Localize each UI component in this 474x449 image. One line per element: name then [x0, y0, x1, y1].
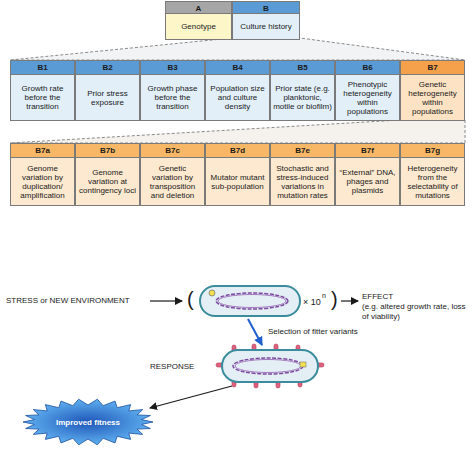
cell-heading: B3 [141, 61, 204, 75]
cell-heading: B7 [401, 61, 464, 75]
table-cell-box: B7bGenome variation at contingency loci [75, 143, 140, 206]
table-cell-box: AGenotype [165, 1, 232, 40]
cell-heading: B [233, 2, 299, 14]
effect-label: EFFECT [362, 292, 393, 302]
cell-text: Genome variation at contingency loci [76, 158, 139, 205]
cell-heading: B7f [336, 144, 399, 158]
bacterium-cell [200, 286, 300, 316]
table-cell-box: B7eStochastic and stress-induced variati… [270, 143, 335, 206]
table-cell-box: BCulture history [232, 1, 300, 40]
cell-text: Prior state (e.g. planktonic, motile or … [271, 75, 334, 120]
cell-text: “External” DNA, phages and plasmids [336, 158, 399, 205]
cell-text: Population size and culture density [206, 75, 269, 120]
multiplier-text: × 10 [303, 297, 321, 307]
bracket-text: ) [331, 288, 338, 310]
cell-heading: B2 [76, 61, 139, 75]
selection-label: Selection of fitter variants [268, 327, 358, 337]
cell-heading: B4 [206, 61, 269, 75]
cell-heading: B1 [11, 61, 74, 75]
cell-text: Phenotypic heterogeneity within populati… [336, 75, 399, 120]
table-cell-box: B4Population size and culture density [205, 60, 270, 121]
stress-arrow [150, 300, 182, 301]
table-cell-box: B3Growth phase before the transition [140, 60, 205, 121]
effect-note: (e.g. altered growth rate, loss of viabi… [362, 302, 470, 322]
cell-text: Stochastic and stress-induced variations… [271, 158, 334, 205]
table-cell-box: B7Genetic heterogeneity within populatio… [400, 60, 465, 121]
cell-text: Culture history [233, 14, 299, 39]
effect-arrow [341, 300, 358, 301]
chromosome [233, 358, 303, 374]
bracket-text: ( [187, 288, 194, 310]
starburst-outline [23, 399, 153, 445]
cell-heading: B5 [271, 61, 334, 75]
cell-heading: B6 [336, 61, 399, 75]
pili [216, 344, 324, 388]
cell-text: Growth phase before the transition [141, 75, 204, 120]
cell-heading: B7c [141, 144, 204, 158]
table-cell-box: B5Prior state (e.g. planktonic, motile o… [270, 60, 335, 121]
plasmid [209, 290, 215, 296]
zoom-bracket [10, 120, 465, 143]
table-cell-box: B7f“External” DNA, phages and plasmids [335, 143, 400, 206]
exponent-text: n [322, 291, 326, 301]
cell-text: Genome variation by duplication/ amplifi… [11, 158, 74, 205]
chromosome [235, 360, 301, 373]
cell-text: Prior stress exposure [76, 75, 139, 120]
table-cell-box: B6Phenotypic heterogeneity within popula… [335, 60, 400, 121]
starburst-text: Improved fitness [56, 418, 120, 427]
cell-text: Genetic heterogeneity within populations [401, 75, 464, 120]
input-label: STRESS or NEW ENVIRONMENT [6, 296, 130, 306]
chromosome [216, 293, 288, 309]
cell-text: Mutator mutant sub-population [206, 158, 269, 205]
chromosome [218, 295, 286, 308]
cell-heading: A [166, 2, 231, 14]
response-arrow [150, 386, 232, 408]
bacterium-cell [222, 350, 318, 382]
selection-arrow [248, 319, 262, 345]
cell-heading: B7g [401, 144, 464, 158]
table-cell-box: B7gHeterogeneity from the selectability … [400, 143, 465, 206]
table-cell-box: B7aGenome variation by duplication/ ampl… [10, 143, 75, 206]
cell-text: Genetic variation by transposition and d… [141, 158, 204, 205]
starburst-node: Improved fitness [22, 398, 154, 446]
cell-heading: B7d [206, 144, 269, 158]
cell-heading: B7a [11, 144, 74, 158]
table-cell-box: B7cGenetic variation by transposition an… [140, 143, 205, 206]
table-cell-box: B7dMutator mutant sub-population [205, 143, 270, 206]
mutation-mark [300, 362, 306, 367]
response-label: RESPONSE [150, 362, 194, 372]
cell-text: Heterogeneity from the selectability of … [401, 158, 464, 205]
cell-text: Genotype [166, 14, 231, 39]
table-cell-box: B2Prior stress exposure [75, 60, 140, 121]
cell-text: Growth rate before the transition [11, 75, 74, 120]
cell-heading: B7e [271, 144, 334, 158]
cell-heading: B7b [76, 144, 139, 158]
table-cell-box: B1Growth rate before the transition [10, 60, 75, 121]
zoom-bracket [10, 38, 465, 60]
